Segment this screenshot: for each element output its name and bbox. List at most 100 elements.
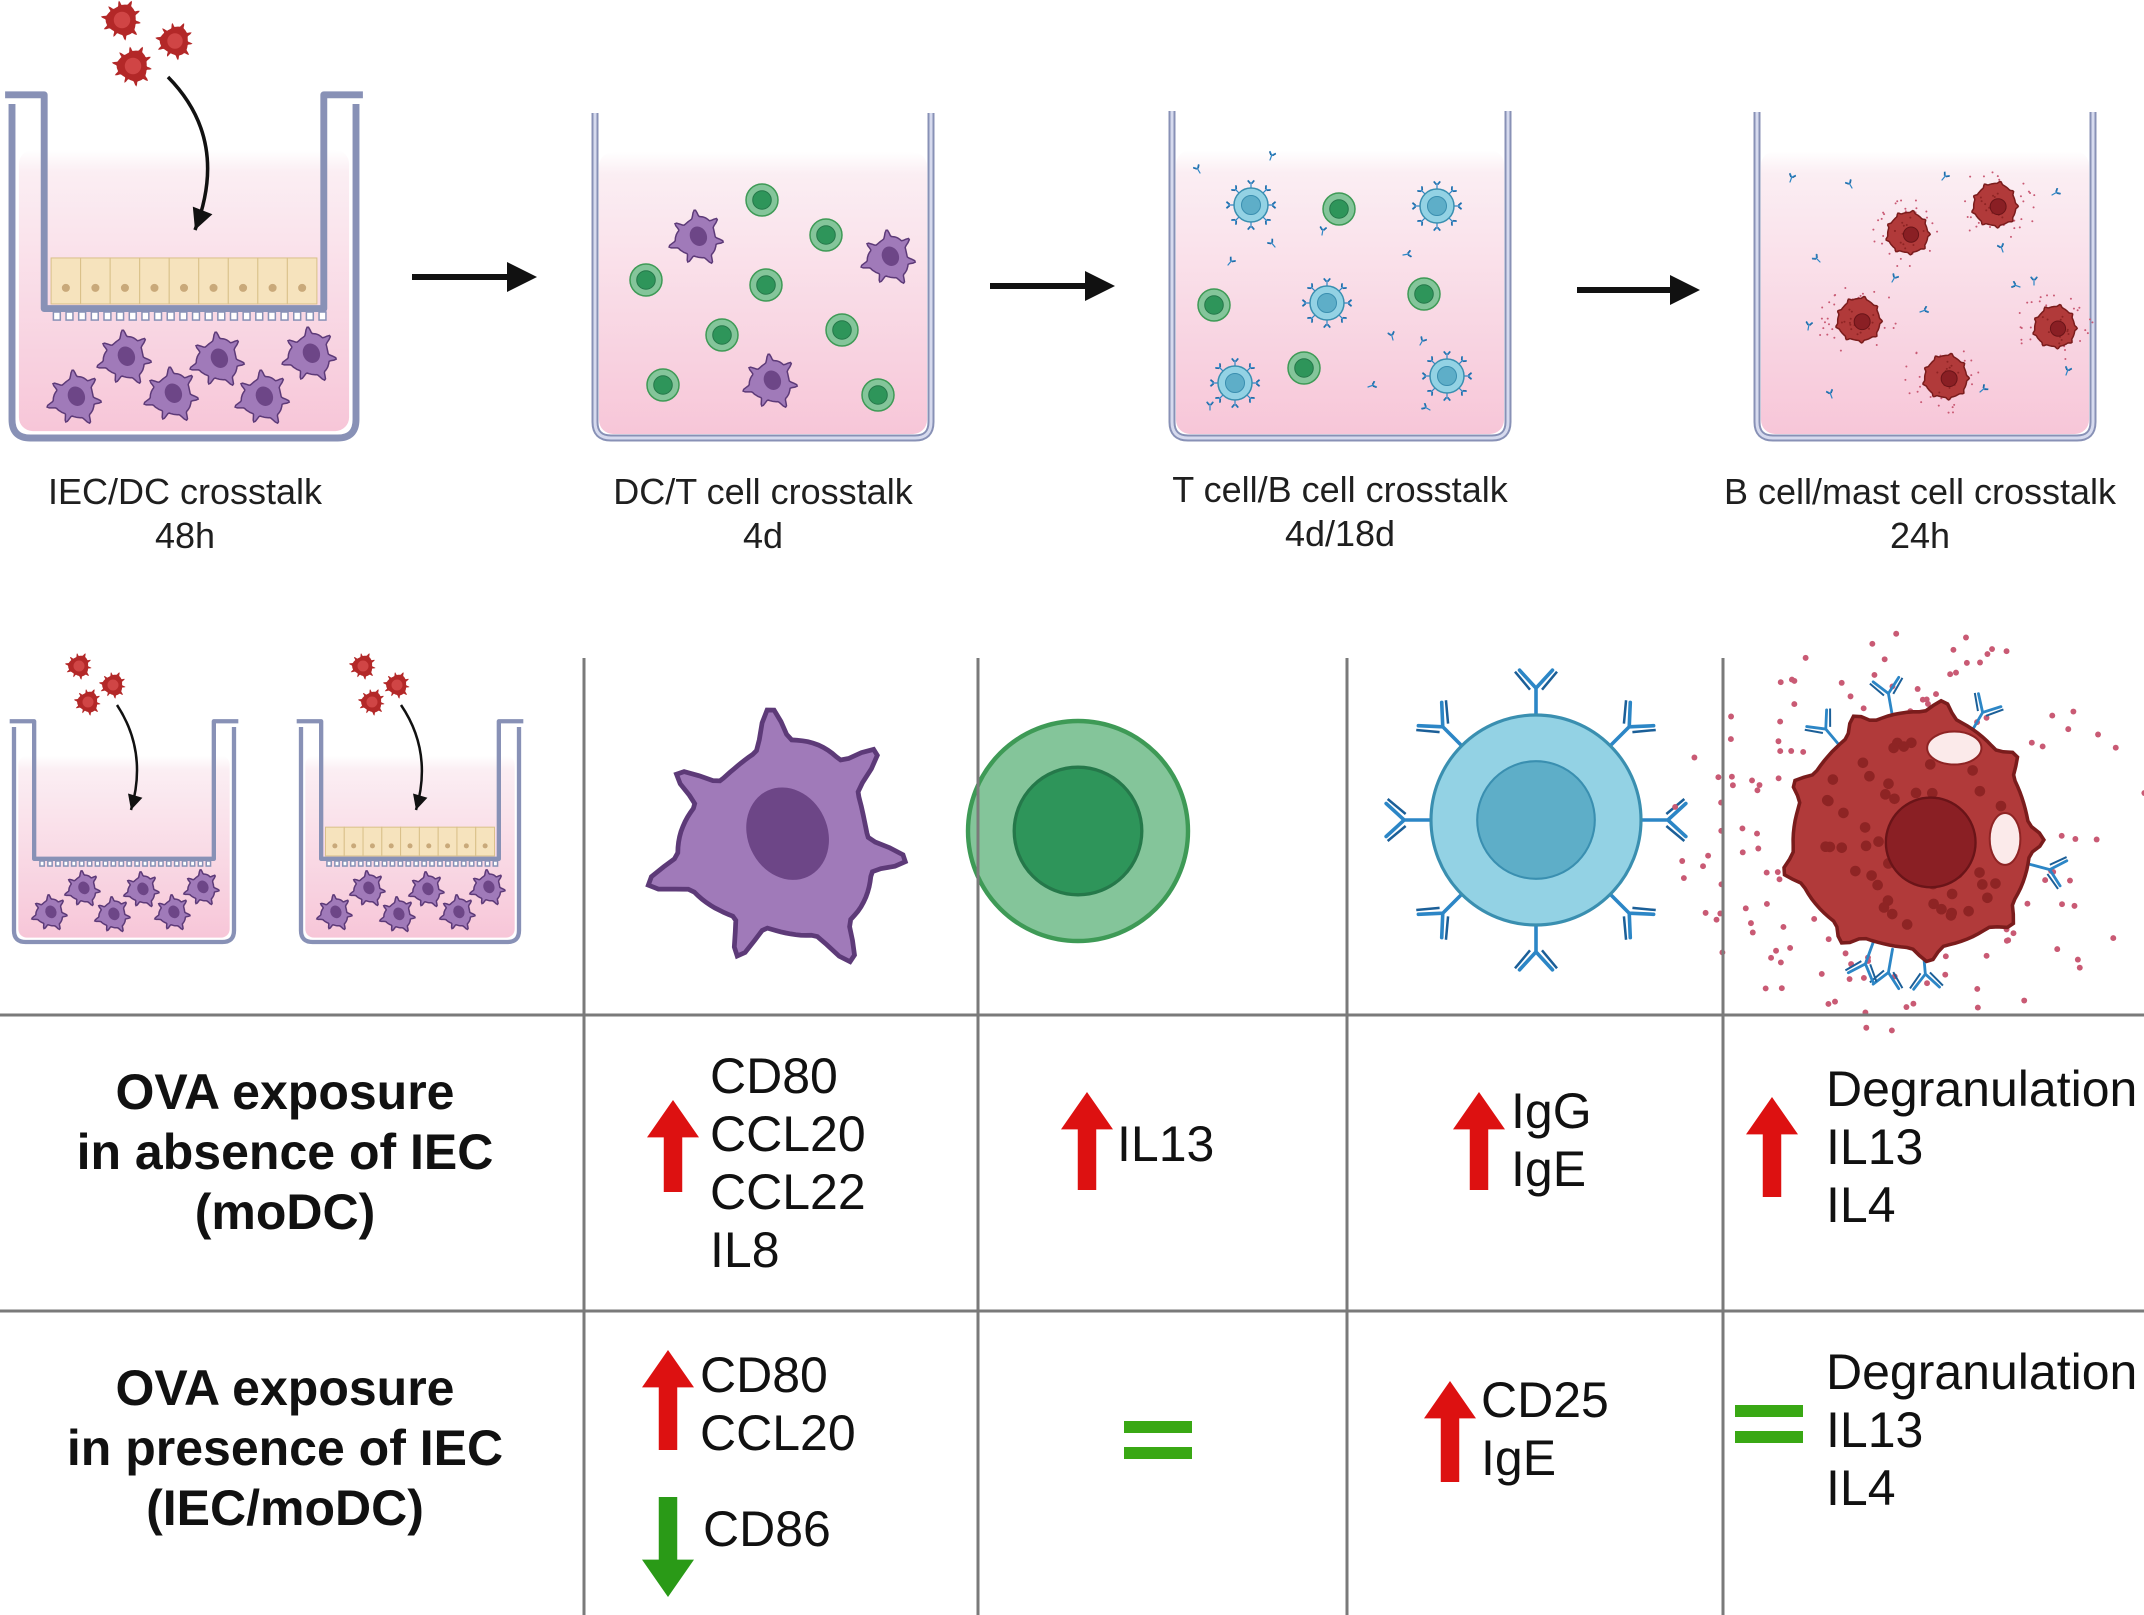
marker-list: Degranulation IL13 IL4	[1826, 1061, 2138, 1233]
dendritic-cell-icon	[122, 871, 160, 908]
dendritic-cell-icon	[668, 209, 725, 265]
marker-list: CD80 CCL20 CCL22 IL8	[710, 1048, 866, 1278]
no-change-icon	[1124, 1421, 1192, 1459]
b-cell-icon	[1209, 357, 1261, 409]
t-cell-icon	[861, 378, 895, 412]
dendritic-cell-icon	[30, 894, 68, 931]
step-caption-iec-dc: IEC/DC crosstalk 48h	[5, 470, 365, 558]
increase-arrow-icon	[1424, 1381, 1476, 1482]
step-time: 4d	[742, 515, 784, 556]
epithelial-layer	[324, 826, 496, 857]
degranulating-mast-cell-icon	[1964, 171, 2036, 238]
t-cell-icon	[1322, 192, 1356, 226]
dendritic-cell-icon	[378, 896, 416, 933]
dendritic-cell-icon	[468, 869, 506, 906]
dendritic-cell-large-icon	[645, 707, 909, 965]
marker-list: CD80 CCL20	[700, 1347, 856, 1461]
ova-allergen-icon	[64, 653, 92, 680]
addition-arrow	[166, 75, 213, 231]
culture-well-b-mast	[1753, 112, 2097, 442]
t-cell-icon	[1287, 351, 1321, 385]
free-antibodies	[1192, 150, 1431, 411]
increase-arrow-icon	[1746, 1097, 1798, 1197]
transwell-iec-dc	[5, 0, 363, 442]
dendritic-cell-icon	[153, 894, 191, 931]
b-cell-icon	[1225, 179, 1277, 231]
process-arrow	[412, 262, 537, 292]
dendritic-cell-icon	[189, 331, 246, 387]
dendritic-cell-icon	[46, 369, 103, 425]
dendritic-cell-icon	[281, 326, 338, 382]
increase-arrow-icon	[1061, 1092, 1113, 1190]
dendritic-cell-icon	[234, 369, 291, 425]
step-title: T cell/B cell crosstalk	[1172, 469, 1508, 510]
step-caption-t-b: T cell/B cell crosstalk 4d/18d	[1140, 468, 1540, 556]
table-grid	[0, 658, 2144, 1615]
no-change-icon	[1735, 1405, 1803, 1443]
row-label-absence: OVA exposure in absence of IEC (moDC)	[76, 1064, 494, 1240]
mast-cell-icon	[2018, 294, 2094, 360]
b-cell-large-icon	[1384, 668, 1688, 972]
dendritic-cell-icon	[407, 871, 445, 908]
dendritic-cell-icon	[63, 870, 101, 907]
step-caption-b-mast: B cell/mast cell crosstalk 24h	[1700, 470, 2140, 558]
step-title: IEC/DC crosstalk	[47, 471, 323, 512]
b-cell-icon	[1411, 180, 1463, 232]
process-arrow	[1577, 275, 1700, 305]
ova-allergen-icon	[357, 689, 385, 716]
step-caption-dc-t: DC/T cell crosstalk 4d	[583, 470, 943, 558]
dendritic-cell-icon	[860, 229, 917, 285]
ova-allergen-icon	[348, 653, 376, 680]
step-time: 48h	[154, 515, 216, 556]
t-cell-icon	[745, 183, 779, 217]
mast-cell-large-icon	[1672, 630, 2144, 1034]
t-cell-icon	[646, 368, 680, 402]
t-cell-icon	[749, 268, 783, 302]
increase-arrow-icon	[1453, 1092, 1505, 1190]
ova-allergen-icon	[155, 22, 193, 61]
increase-arrow-icon	[647, 1100, 699, 1192]
decrease-arrow-icon	[642, 1497, 694, 1597]
marker-list: IgG IgE	[1511, 1083, 1592, 1197]
t-cell-icon	[1197, 288, 1231, 322]
ova-allergen-icon	[100, 0, 141, 41]
increase-arrow-icon	[642, 1350, 694, 1450]
marker-list: Degranulation IL13 IL4	[1826, 1344, 2138, 1516]
dendritic-cell-icon	[438, 894, 476, 931]
t-cell-icon	[825, 313, 859, 347]
step-time: 4d/18d	[1284, 513, 1396, 554]
degranulating-mast-cell-icon	[1819, 286, 1897, 352]
t-cell-icon	[705, 318, 739, 352]
t-cell-icon	[1407, 277, 1441, 311]
marker-list: CD25 IgE	[1481, 1372, 1609, 1486]
ova-allergen-icon	[111, 46, 152, 87]
dendritic-cell-icon	[315, 894, 353, 931]
t-cell-large-icon	[965, 718, 1191, 944]
free-antibodies	[1788, 171, 2073, 399]
dendritic-cell-icon	[143, 366, 200, 422]
process-arrow	[990, 271, 1115, 301]
mast-cell-icon	[1872, 199, 1939, 268]
t-cell-icon	[629, 263, 663, 297]
ova-allergen-icon	[98, 672, 126, 699]
ova-allergen-icon	[73, 689, 101, 716]
addition-arrow	[399, 704, 428, 811]
epithelial-layer	[50, 257, 318, 305]
b-cell-icon	[1301, 277, 1353, 329]
step-title: B cell/mast cell crosstalk	[1723, 471, 2117, 512]
step-time: 24h	[1889, 515, 1951, 556]
addition-arrow	[115, 704, 143, 811]
dendritic-cell-icon	[742, 353, 799, 409]
dendritic-cell-icon	[93, 896, 131, 933]
ova-allergen-icon	[382, 672, 410, 699]
t-cell-icon	[809, 218, 843, 252]
dendritic-cell-icon	[348, 870, 386, 907]
marker-list: IL13	[1117, 1116, 1215, 1172]
dendritic-cell-icon	[96, 329, 153, 385]
marker-list: CD86	[703, 1501, 831, 1557]
degranulating-mast-cell-icon	[1904, 350, 1987, 414]
b-cell-icon	[1421, 350, 1473, 402]
step-title: DC/T cell crosstalk	[613, 471, 913, 512]
